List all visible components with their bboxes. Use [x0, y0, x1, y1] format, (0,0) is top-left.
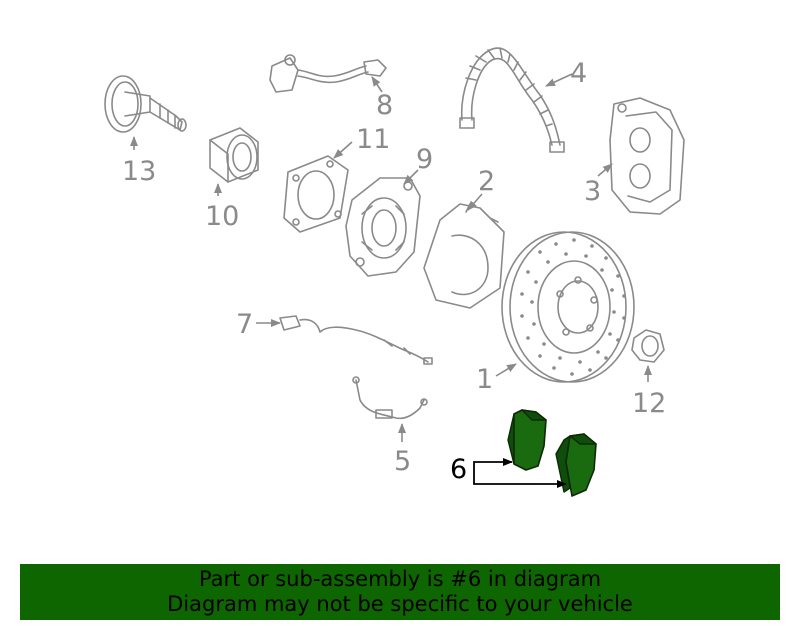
callout-3: 3	[584, 176, 601, 207]
callout-9: 9	[416, 144, 433, 175]
part-4-brake-hose	[459, 47, 565, 153]
part-5-wear-sensor	[352, 376, 428, 420]
callout-12: 12	[632, 388, 666, 419]
part-11-plate	[283, 155, 349, 233]
part-2-dust-shield	[423, 203, 505, 309]
part-9-knuckle	[345, 177, 421, 277]
callout-13: 13	[122, 156, 156, 187]
callout-8: 8	[376, 90, 393, 121]
part-8-abs-sensor	[269, 54, 387, 93]
part-6-brake-pads	[507, 409, 597, 497]
callout-2: 2	[478, 166, 495, 197]
part-12-lug-nut	[631, 329, 665, 363]
callout-11: 11	[356, 124, 390, 155]
footer-line-2: Diagram may not be specific to your vehi…	[167, 592, 633, 616]
callout-7: 7	[236, 309, 253, 340]
callout-1: 1	[476, 364, 493, 395]
part-1-brake-rotor	[501, 231, 635, 383]
callout-10: 10	[205, 201, 239, 232]
footer-banner: Part or sub-assembly is #6 in diagram Di…	[20, 564, 780, 620]
callout-5: 5	[394, 446, 411, 477]
rotor-holes	[520, 238, 626, 376]
parts-diagram: 13 10 8 4 11	[104, 47, 685, 497]
callout-4: 4	[570, 58, 587, 89]
part-13-hub-axle	[104, 75, 187, 133]
part-10-wheel-bearing	[209, 127, 259, 183]
footer-line-1: Part or sub-assembly is #6 in diagram	[198, 567, 602, 591]
part-3-caliper	[609, 97, 685, 215]
part-7-sensor-wire	[279, 315, 433, 365]
callout-6: 6	[450, 454, 467, 485]
